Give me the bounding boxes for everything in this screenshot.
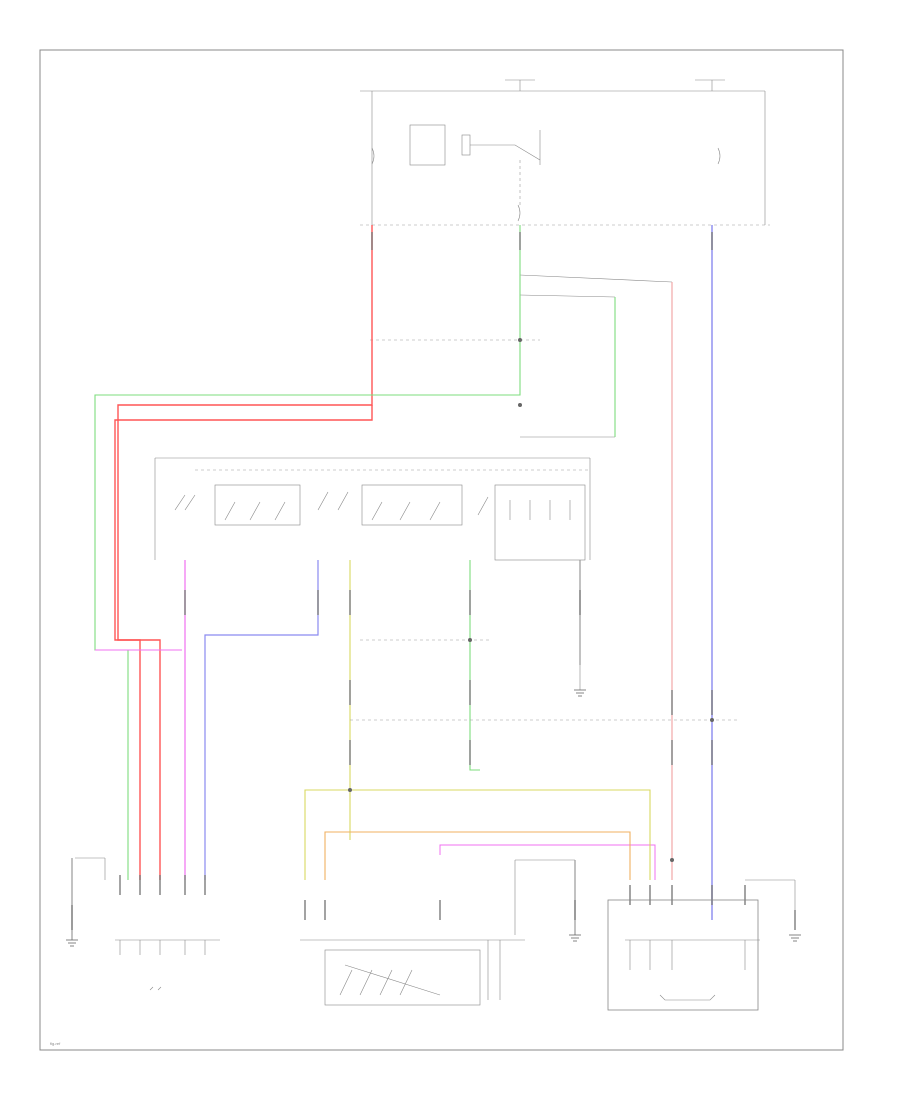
passenger-window-switch [324, 949, 481, 1006]
fuse-icon [717, 147, 721, 165]
splice-icon [518, 403, 522, 407]
module-icon [494, 484, 586, 561]
splice-icon [348, 788, 352, 792]
ground-icon [789, 934, 801, 942]
wire-red [114, 405, 373, 880]
wire-red [117, 225, 373, 880]
motor-icon [659, 994, 716, 1001]
ground-icon [66, 939, 78, 947]
wire-blue [204, 560, 319, 880]
diagram-border [39, 49, 844, 1051]
master-switch-box [154, 457, 591, 561]
switch-contact-icon [174, 494, 196, 511]
splice-icon [710, 718, 714, 722]
connector-marks [71, 232, 796, 930]
motor-icon [149, 986, 162, 991]
figure-reference: fig-ref [50, 1041, 61, 1046]
fuse-icon [371, 147, 375, 165]
wire-green [94, 225, 521, 880]
wire-magenta [439, 844, 656, 880]
splice-icon [518, 338, 522, 342]
splice-points [348, 338, 714, 862]
ground-icon [569, 934, 581, 942]
ground-icon [574, 689, 586, 697]
wire-orange [324, 831, 631, 880]
relay-coil-icon [461, 134, 471, 156]
upper-harness [370, 274, 673, 438]
wire-green [469, 560, 480, 771]
fuse-icon [517, 204, 521, 222]
relay-icon [409, 124, 446, 166]
switch-contact-icon [477, 496, 489, 516]
switch-contact-icon [317, 491, 349, 511]
right-front-window-motor [607, 899, 760, 1011]
splice-icon [468, 638, 472, 642]
ground-symbols [66, 689, 801, 947]
left-front-window-motor [115, 939, 220, 991]
splice-icon [670, 858, 674, 862]
fuse-box [360, 79, 770, 226]
ground-wires [71, 560, 796, 1000]
